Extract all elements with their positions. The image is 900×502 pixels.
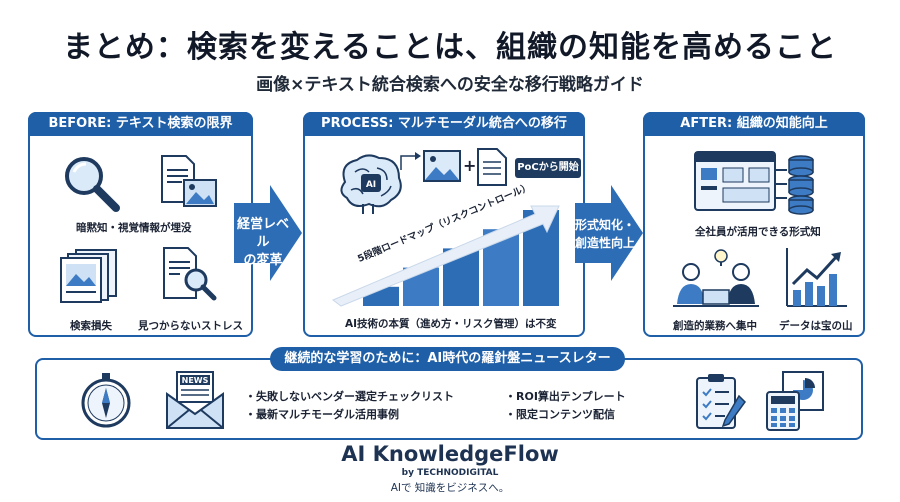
before-caption-1: 暗黙知・視覚情報が埋没 (76, 222, 192, 234)
checklist-icon (696, 374, 746, 429)
newsletter-envelope-icon: NEWS (166, 371, 224, 429)
image-document-icon (161, 155, 217, 207)
transition-arrow-1 (234, 185, 302, 281)
collaboration-icon (673, 249, 759, 307)
knowledge-base-icon (694, 151, 814, 215)
newsletter-bullet-1: ・失敗しないベンダー選定チェックリスト (245, 390, 454, 403)
roadmap-chart (332, 205, 560, 307)
after-caption-3: データは宝の山 (779, 320, 853, 332)
brand-name: AI KnowledgeFlow (341, 442, 559, 466)
connector-arrow-icon (400, 152, 421, 170)
newsletter-bullet-2: ・最新マルチモーダル活用事例 (245, 408, 399, 421)
ai-brain-icon: AI (340, 154, 402, 214)
plus-sign: + (463, 156, 477, 175)
after-header: AFTER: 組織の知能向上 (643, 112, 865, 136)
after-caption-2: 創造的業務へ集中 (673, 320, 757, 332)
magnifier-icon (65, 157, 120, 212)
page-subtitle: 画像×テキスト統合検索への安全な移行戦略ガイド (256, 75, 644, 95)
compass-icon (81, 373, 131, 428)
arrow-2-label-line2: 創造性向上 (575, 236, 636, 250)
calculator-report-icon (766, 371, 824, 431)
transition-arrow-2 (575, 185, 643, 281)
arrow-2-label-line1: 形式知化・ (575, 218, 636, 232)
newsletter-bullet-4: ・限定コンテンツ配信 (505, 408, 615, 421)
arrow-1-label-line2: の変革 (243, 253, 283, 268)
arrow-1-label: 経営レベル の変革 (234, 216, 292, 270)
brand-tagline: AIで 知識をビジネスへ。 (390, 482, 510, 494)
brand-byline: by TECHNODIGITAL (401, 468, 499, 478)
page-title: まとめ：検索を変えることは、組織の知能を高めること (62, 30, 838, 65)
newsletter-header: 継続的な学習のために：AI時代の羅針盤ニュースレター (270, 347, 625, 371)
before-caption-2: 検索損失 (70, 320, 112, 332)
arrow-2-label: 形式知化・ 創造性向上 (575, 216, 635, 252)
brain-ai-text: AI (366, 180, 376, 190)
process-caption: AI技術の本質（進め方・リスク管理）は不変 (345, 318, 557, 330)
after-caption-1: 全社員が活用できる形式知 (695, 226, 821, 238)
after-panel: AFTER: 組織の知能向上 全社員が活用できる形式知 (643, 112, 865, 337)
news-badge-text: NEWS (182, 376, 209, 385)
newsletter-bullet-3: ・ROI算出テンプレート (505, 390, 626, 403)
arrow-1-label-line1: 経営レベル (236, 217, 289, 250)
before-caption-3: 見つからないストレス (138, 320, 243, 332)
image-icon (423, 150, 461, 182)
before-header: BEFORE: テキスト検索の限界 (28, 112, 253, 136)
text-document-icon (477, 148, 507, 186)
before-panel: BEFORE: テキスト検索の限界 暗黙知・視覚情報が埋没 検索損失 見つからな… (28, 112, 253, 337)
newsletter-panel: NEWS ・失敗しないベンダー選定チェックリスト ・最新マルチモーダル活用事例 … (35, 358, 863, 440)
poc-badge: PoCから開始 (515, 158, 581, 178)
process-panel: PROCESS: マルチモーダル統合への移行 AI + PoCから開始 5段階ロ… (303, 112, 585, 337)
growth-chart-icon (786, 248, 847, 307)
document-search-icon (163, 247, 217, 301)
process-header: PROCESS: マルチモーダル統合への移行 (303, 112, 585, 136)
image-documents-stack-icon (60, 249, 117, 303)
